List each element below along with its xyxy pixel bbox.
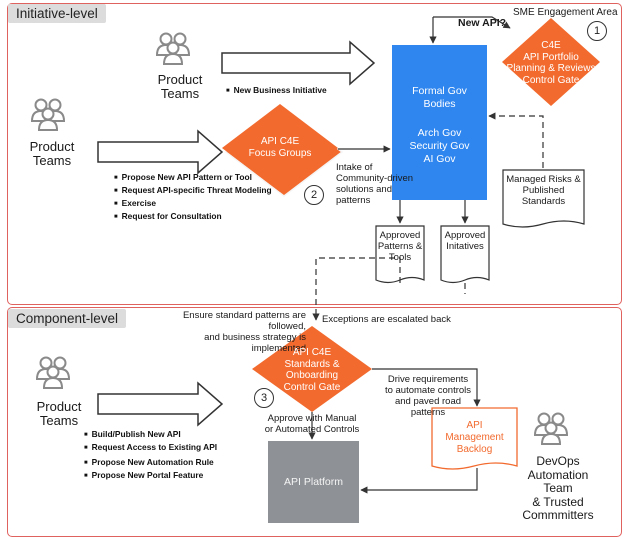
api-management-backlog-document (431, 407, 518, 470)
people-group-icon (534, 412, 568, 445)
formal-gov-bodies-box (392, 45, 487, 200)
sme-engagement-area-label: SME Engagement Area (513, 7, 618, 18)
managed-risks-label: Managed Risks & Published Standards (506, 174, 581, 207)
new-api-question-label: New API? (458, 17, 507, 29)
product-teams-label-2: Product Teams (29, 139, 75, 168)
drive-requirements-label: Drive requirements to automate controls … (384, 374, 472, 418)
approved-patterns-label: Approved Patterns & Tools (377, 230, 423, 263)
focus-groups-diamond (222, 104, 338, 192)
new-business-initiative-bullet: New Business Initiative (226, 85, 327, 98)
people-group-icon (36, 356, 70, 389)
approved-initiatives-label: Approved Initatives (444, 230, 486, 252)
initiative-level-section (7, 3, 622, 305)
component-level-label: Component-level (8, 309, 127, 328)
initiative-bullets: Propose New API Pattern or Tool Request … (114, 172, 272, 224)
intake-label: Intake of Community-driven solutions and… (336, 162, 414, 206)
c4e-portfolio-diamond (502, 18, 600, 106)
initiative-level-label: Initiative-level (8, 4, 106, 23)
c4e-portfolio-label: C4E API Portfolio Planning & Reviews Con… (506, 40, 596, 86)
focus-groups-label: API C4E Focus Groups (248, 136, 312, 159)
step-3-badge: 3 (254, 388, 274, 408)
component-bullets-a: Build/Publish New API Request Access to … (84, 429, 218, 455)
hollow-arrow-icon (97, 129, 224, 175)
exceptions-label: Exceptions are escalated back (322, 314, 451, 325)
standards-gate-label: API C4E Standards & Onboarding Control G… (283, 347, 341, 393)
approved-initiatives-document (440, 225, 490, 284)
approve-controls-label: Approve with Manual or Automated Control… (264, 413, 360, 435)
managed-risks-document (502, 169, 585, 228)
hollow-arrow-icon (221, 40, 376, 86)
api-management-backlog-label: API Management Backlog (445, 420, 504, 455)
api-platform-box (268, 441, 359, 523)
ensure-standards-label: Ensure standard patterns are followed, a… (182, 310, 306, 354)
api-platform-label: API Platform (284, 476, 343, 488)
hollow-arrow-icon (97, 381, 224, 427)
standards-gate-diamond (252, 326, 372, 412)
step-1-badge: 1 (587, 21, 607, 41)
component-bullets-b: Propose New Automation Rule Propose New … (84, 457, 214, 483)
people-group-icon (156, 32, 190, 65)
step-2-badge: 2 (304, 185, 324, 205)
people-group-icon (31, 98, 65, 131)
formal-gov-bodies-text: Formal Gov Bodies Arch Gov Security Gov … (409, 84, 470, 165)
product-teams-label-3: Product Teams (36, 399, 82, 428)
component-level-section (7, 307, 622, 537)
devops-team-label: DevOps Automation Team & Trusted Commmit… (522, 454, 594, 522)
product-teams-label-1: Product Teams (157, 72, 203, 101)
